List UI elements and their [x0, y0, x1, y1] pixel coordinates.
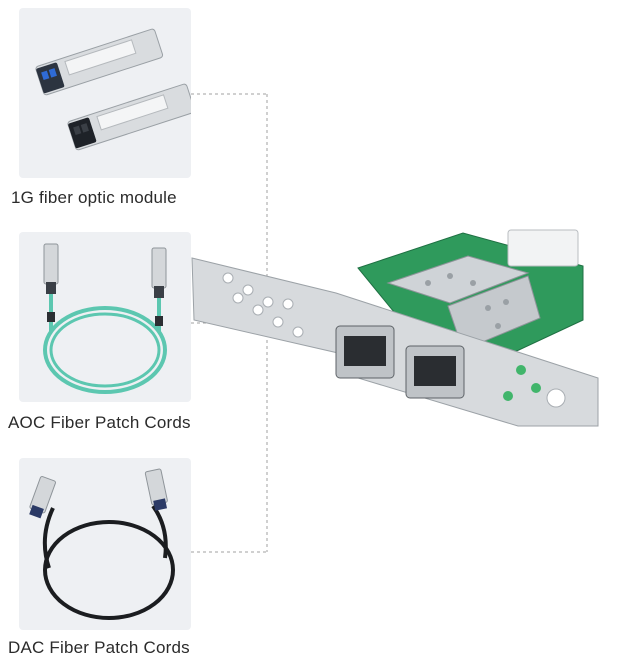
dual-port-sfp-network-card-icon [191, 229, 599, 427]
sfp-module-tile [19, 8, 191, 178]
aoc-cable-caption: AOC Fiber Patch Cords [8, 413, 191, 432]
dac-cable-tile [19, 458, 191, 630]
aoc-cable-icon [43, 243, 167, 394]
dac-cable-icon [29, 468, 175, 620]
sfp-transceiver-icon [35, 28, 191, 151]
dac-cable-caption: DAC Fiber Patch Cords [8, 638, 190, 657]
aoc-cable-tile [19, 232, 191, 402]
sfp-module-caption: 1G fiber optic module [11, 188, 177, 207]
